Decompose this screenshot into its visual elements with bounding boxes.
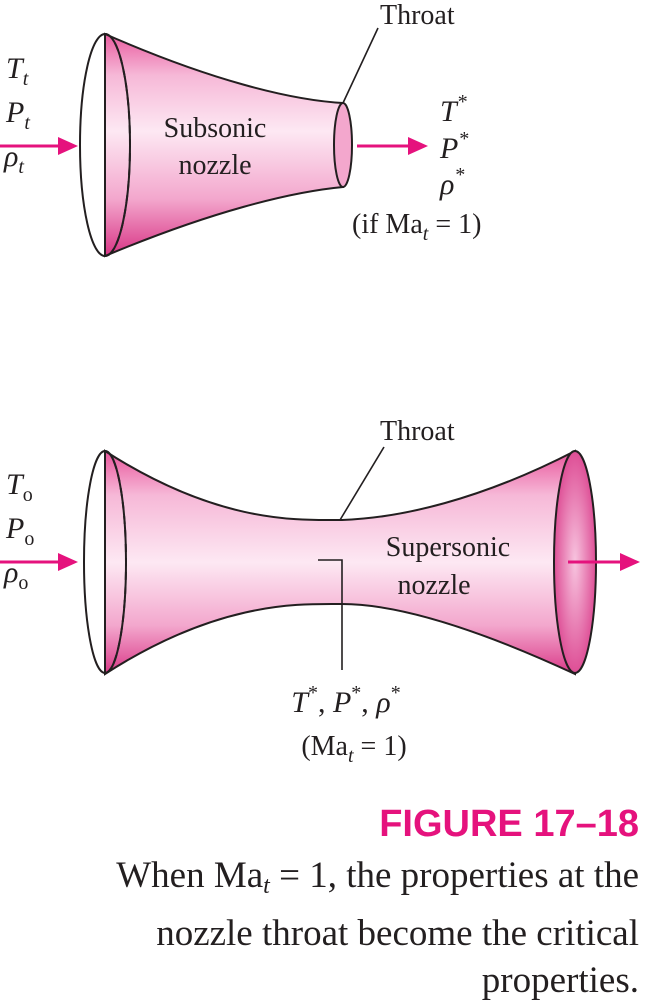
figure-title: FIGURE 17–18 (379, 803, 639, 845)
supersonic-throat-label: Throat (380, 416, 455, 447)
supersonic-throat-leader (339, 446, 385, 521)
figure-canvas: Throat Subsonic nozzle Tt Pt ρt T* P* ρ*… (0, 0, 640, 845)
subsonic-inlet-rim-front (104, 33, 131, 257)
subsonic-nozzle-label-line1: Subsonic (164, 113, 267, 144)
subsonic-outlet-T: T* (440, 91, 467, 128)
subsonic-inlet-P: Pt (5, 96, 30, 134)
supersonic-outlet-arrow (568, 553, 640, 571)
subsonic-condition: (if Mat = 1) (352, 209, 481, 245)
supersonic-inlet-rim-front (104, 450, 127, 674)
subsonic-nozzle (79, 32, 353, 258)
subsonic-nozzle-body (104, 32, 344, 258)
subsonic-outlet-P: P* (439, 128, 468, 165)
supersonic-nozzle-label-line2: nozzle (397, 570, 470, 601)
subsonic-inlet-rho: ρt (3, 140, 24, 178)
critical-point-leader (318, 559, 343, 670)
critical-properties: T*, P*, ρ* (291, 682, 400, 719)
supersonic-inlet-rho: ρo (3, 556, 28, 594)
caption-sub: t (263, 873, 270, 899)
subsonic-outlet-arrow (357, 137, 428, 155)
subsonic-inlet-arrow (0, 137, 78, 155)
subsonic-inlet-T: Tt (6, 52, 29, 90)
supersonic-condition: (Mat = 1) (301, 731, 406, 767)
subsonic-nozzle-label-line2: nozzle (178, 150, 251, 181)
subsonic-outlet-rho: ρ* (439, 164, 464, 201)
figure-caption: When Mat = 1, the properties at the nozz… (39, 852, 639, 1004)
supersonic-inlet-P: Po (5, 512, 34, 550)
subsonic-throat-leader (342, 27, 379, 104)
subsonic-outlet-rim (333, 102, 353, 188)
caption-pre: When Ma (116, 855, 264, 896)
subsonic-throat-label: Throat (380, 0, 455, 31)
supersonic-nozzle (83, 449, 597, 676)
supersonic-inlet-T: To (6, 468, 33, 506)
supersonic-inlet-arrow (0, 553, 78, 571)
supersonic-nozzle-label-line1: Supersonic (386, 532, 510, 563)
